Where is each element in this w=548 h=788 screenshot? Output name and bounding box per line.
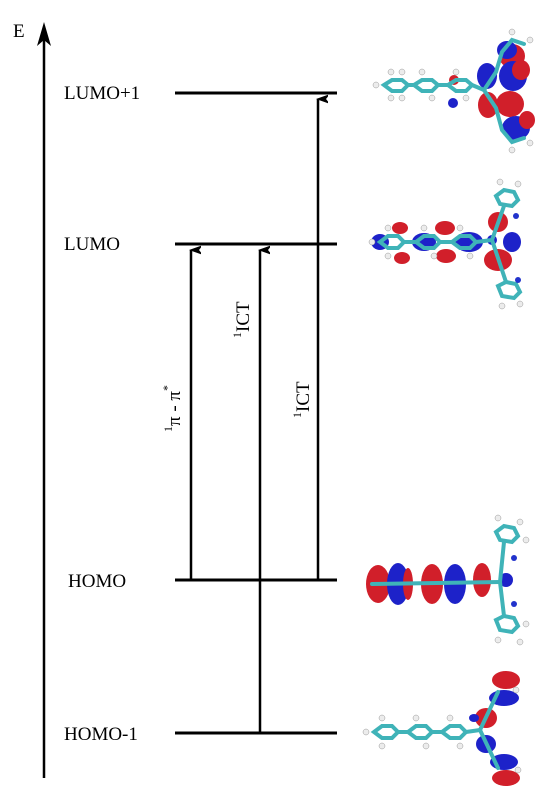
level-label-lumo1: LUMO+1 <box>64 83 140 104</box>
transition-label-ict1: 1ICT <box>230 301 254 338</box>
transition-text-pipi: π - π <box>164 391 185 426</box>
level-label-lumo: LUMO <box>64 234 120 255</box>
transition-star-pipi: * <box>160 385 174 391</box>
transition-sup-ict2: 1 <box>290 412 304 418</box>
homo-orbital <box>366 514 530 646</box>
energy-axis: E <box>13 21 51 778</box>
level-label-homo1: HOMO-1 <box>64 724 138 745</box>
transition-label-pipi: 1π - π* <box>160 385 185 432</box>
transition-sup-ict1: 1 <box>230 332 244 338</box>
transition-sup-pipi: 1 <box>161 426 175 432</box>
homo1-orbital <box>362 671 522 786</box>
transition-label-ict2: 1ICT <box>290 381 314 418</box>
transition-text-ict2: ICT <box>293 381 314 412</box>
transition-text-ict1: ICT <box>233 301 254 332</box>
lumo1-orbital <box>372 28 535 154</box>
axis-label: E <box>13 21 25 42</box>
level-label-homo: HOMO <box>68 571 126 592</box>
lumo-orbital <box>368 178 524 310</box>
axis-arrowhead <box>37 22 51 46</box>
